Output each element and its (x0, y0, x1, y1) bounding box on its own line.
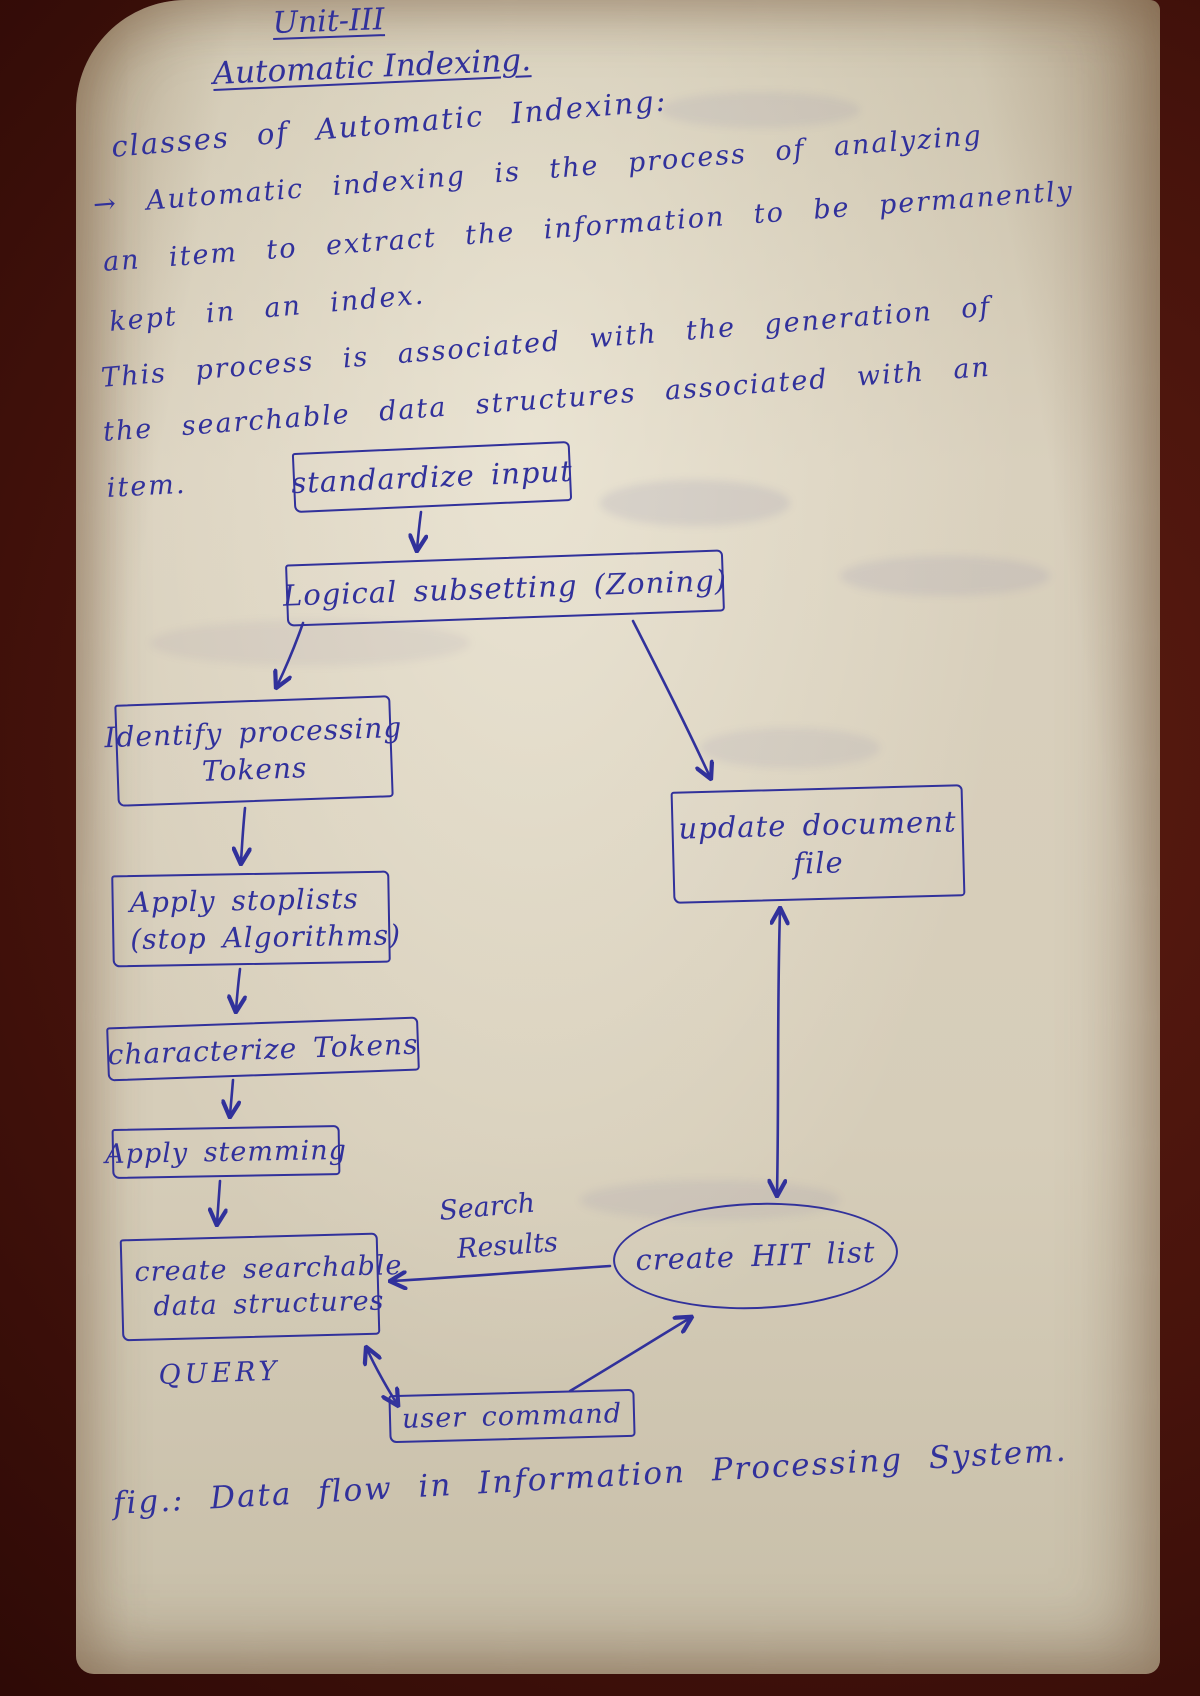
node-label: Identify processing (103, 710, 403, 755)
node-label: create searchable (134, 1250, 403, 1289)
node-identify-processing-tokens: Identify processing Tokens (104, 695, 403, 807)
node-apply-stemming: Apply stemming (105, 1125, 347, 1179)
node-label: data structures (153, 1285, 385, 1323)
node-label: update document (678, 804, 957, 846)
node-label: (stop Algorithms) (130, 918, 402, 957)
node-characterize-tokens: characterize Tokens (106, 1016, 420, 1082)
paper-stain (660, 92, 860, 128)
edge-label-query: QUERY (158, 1355, 281, 1391)
paper-stain (580, 1180, 840, 1220)
node-label: standardize input (290, 453, 574, 501)
node-label: characterize Tokens (107, 1027, 419, 1071)
node-label: user command (401, 1397, 623, 1435)
unit-title: Unit-III (272, 2, 386, 41)
node-update-document-file: update document file (670, 784, 966, 904)
paper-stain (700, 728, 880, 768)
paper-stain (150, 620, 470, 666)
node-label: Apply stemming (104, 1134, 348, 1170)
node-create-searchable-data-structures: create searchable data structures (119, 1232, 403, 1342)
notebook-page (76, 0, 1160, 1674)
body-line: item. (106, 468, 188, 504)
node-user-command: user command (388, 1388, 636, 1444)
node-label: Logical subsetting (Zoning) (282, 563, 728, 613)
node-label: file (792, 845, 845, 881)
node-label: create HIT list (634, 1234, 877, 1278)
node-standardize-input: standardize input (290, 440, 574, 514)
node-apply-stoplists: Apply stoplists (stop Algorithms) (111, 870, 401, 968)
paper-stain (840, 556, 1050, 596)
node-label: Apply stoplists (129, 882, 359, 920)
node-label: Tokens (201, 751, 308, 788)
paper-stain (600, 480, 790, 526)
